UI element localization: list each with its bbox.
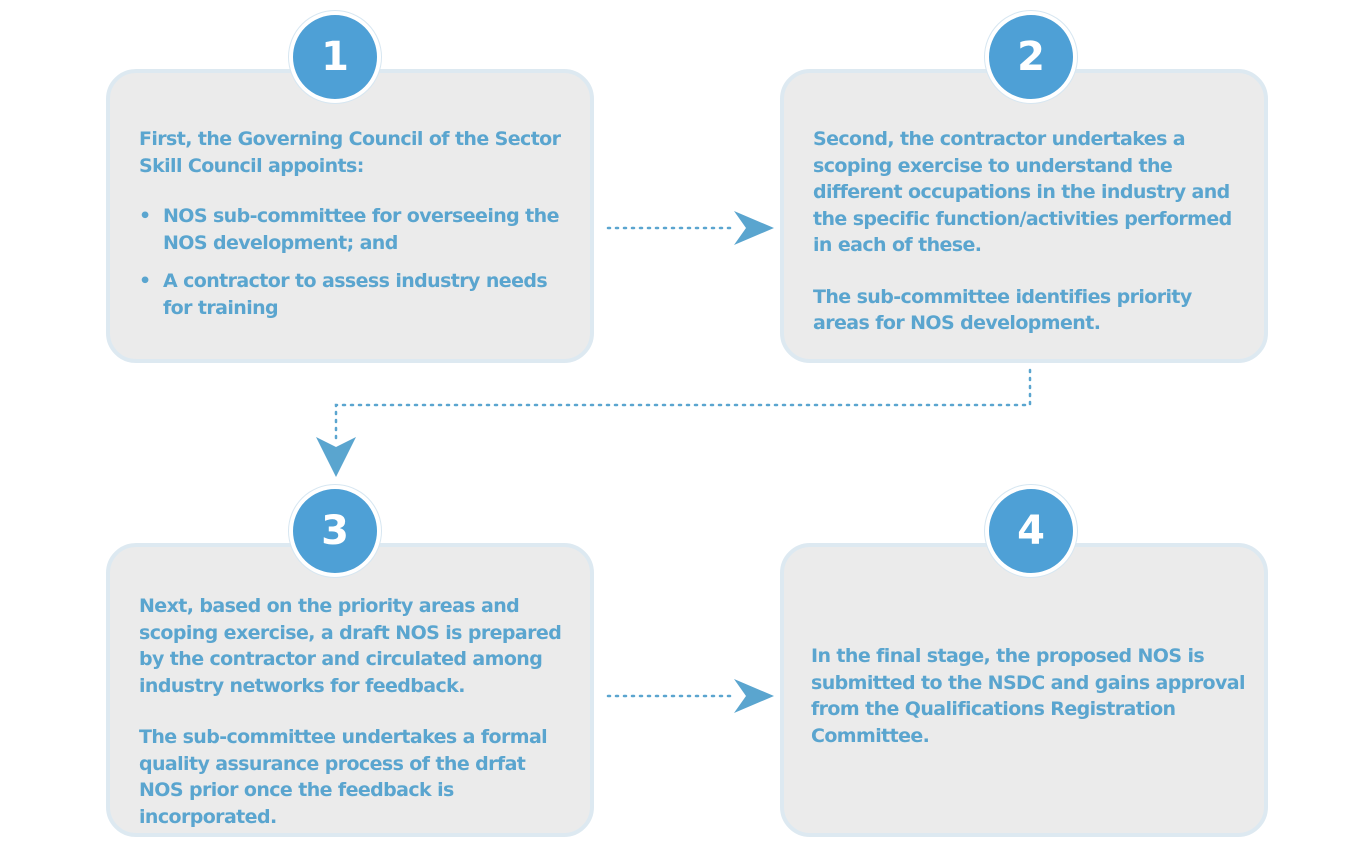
step-2-number-badge: 2	[985, 11, 1077, 103]
step-1-bullet-text: NOS sub-committee for overseeing the NOS…	[163, 205, 559, 254]
step-1-number-badge: 1	[289, 11, 381, 103]
step-3-text: Next, based on the priority areas and sc…	[139, 593, 569, 830]
step-1-box	[106, 69, 594, 363]
step-2-paragraph: Second, the contractor undertakes a scop…	[813, 128, 1232, 256]
step-3-box	[106, 543, 594, 837]
arrowhead-2-to-3	[316, 437, 356, 477]
arrowhead-1-to-2	[734, 211, 774, 245]
step-2-text: Second, the contractor undertakes a scop…	[813, 126, 1253, 337]
bullet-icon: •	[139, 205, 151, 227]
bullet-icon: •	[139, 270, 151, 292]
step-4-box	[780, 543, 1268, 837]
step-2-paragraph: The sub-committee identifies priority ar…	[813, 285, 1192, 335]
step-3-paragraph: The sub-committee undertakes a formal qu…	[139, 726, 548, 828]
step-1-bullet-list: • NOS sub-committee for overseeing the N…	[139, 203, 569, 321]
step-4-number-badge: 4	[985, 485, 1077, 577]
step-3-paragraph: Next, based on the priority areas and sc…	[139, 595, 562, 697]
step-1-bullet-item: • NOS sub-committee for overseeing the N…	[139, 203, 569, 256]
step-4-paragraph: In the final stage, the proposed NOS is …	[811, 645, 1246, 747]
step-4-text: In the final stage, the proposed NOS is …	[811, 643, 1251, 749]
step-1-text: First, the Governing Council of the Sect…	[139, 126, 569, 321]
step-1-bullet-text: A contractor to assess industry needs fo…	[163, 270, 548, 319]
step-1-bullet-item: • A contractor to assess industry needs …	[139, 268, 569, 321]
arrowhead-3-to-4	[734, 679, 774, 713]
connector-2-to-3	[334, 368, 1032, 442]
step-1-intro: First, the Governing Council of the Sect…	[139, 128, 561, 177]
step-3-number-badge: 3	[289, 485, 381, 577]
